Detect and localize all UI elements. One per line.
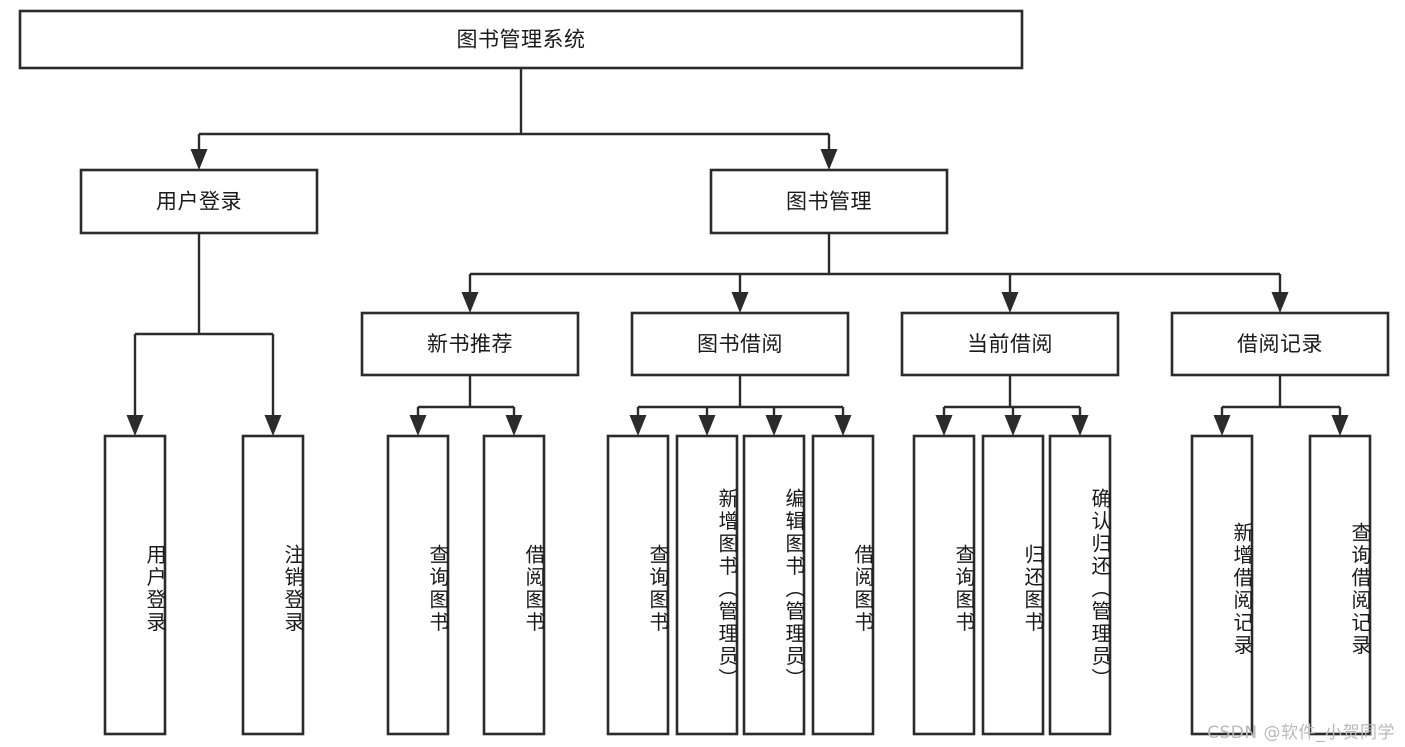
node-box-current-borrow[interactable]	[900, 311, 1120, 377]
node-box-confirm-return-admin[interactable]	[1048, 434, 1112, 736]
arrow-head-icon	[834, 415, 852, 436]
arrow-head-icon	[505, 415, 523, 436]
arrow-head-icon	[765, 415, 783, 436]
arrow-head-icon	[1004, 415, 1022, 436]
node-box-user-logout[interactable]	[241, 434, 305, 736]
arrow-head-icon	[1213, 415, 1231, 436]
node-label-book-borrow: 图书借阅	[697, 332, 783, 356]
node-box-user-login[interactable]	[79, 168, 319, 235]
node-box-book-manage[interactable]	[709, 168, 949, 235]
node-label-new-book-recommend: 新书推荐	[427, 332, 513, 356]
arrow-head-icon	[698, 415, 716, 436]
node-box-root[interactable]	[18, 9, 1024, 70]
csdn-watermark: CSDN @软件_小贺同学	[1207, 723, 1395, 743]
node-label-borrow-record: 借阅记录	[1237, 332, 1323, 356]
node-label-book-manage: 图书管理	[786, 190, 872, 214]
node-box-borrow-book-1[interactable]	[482, 434, 546, 736]
node-box-query-borrow-record[interactable]	[1308, 434, 1372, 736]
arrow-head-icon	[935, 415, 953, 436]
node-box-new-book-recommend[interactable]	[360, 311, 580, 377]
node-box-book-borrow[interactable]	[630, 311, 850, 377]
node-box-query-book-2[interactable]	[606, 434, 670, 736]
node-box-user-login-do[interactable]	[103, 434, 167, 736]
node-label-root: 图书管理系统	[457, 28, 586, 52]
node-box-borrow-record[interactable]	[1170, 311, 1390, 377]
arrow-head-icon	[409, 415, 427, 436]
connectors-layer	[126, 68, 1349, 436]
arrow-head-icon	[1001, 292, 1019, 313]
arrow-head-icon	[820, 149, 838, 170]
arrow-head-icon	[461, 292, 479, 313]
arrow-head-icon	[731, 292, 749, 313]
node-box-borrow-book-2[interactable]	[811, 434, 875, 736]
arrow-head-icon	[264, 415, 282, 436]
node-box-add-book-admin[interactable]	[675, 434, 739, 736]
boxes-layer	[18, 9, 1390, 736]
node-box-add-borrow-record[interactable]	[1190, 434, 1254, 736]
arrow-head-icon	[190, 149, 208, 170]
arrow-head-icon	[1331, 415, 1349, 436]
arrow-head-icon	[1271, 292, 1289, 313]
node-box-query-book-3[interactable]	[912, 434, 976, 736]
node-box-return-book[interactable]	[981, 434, 1045, 736]
node-box-query-book-1[interactable]	[386, 434, 450, 736]
node-label-user-login: 用户登录	[156, 190, 242, 214]
node-box-edit-book-admin[interactable]	[742, 434, 806, 736]
arrow-head-icon	[1071, 415, 1089, 436]
arrow-head-icon	[126, 415, 144, 436]
node-label-current-borrow: 当前借阅	[967, 332, 1053, 356]
arrow-head-icon	[629, 415, 647, 436]
